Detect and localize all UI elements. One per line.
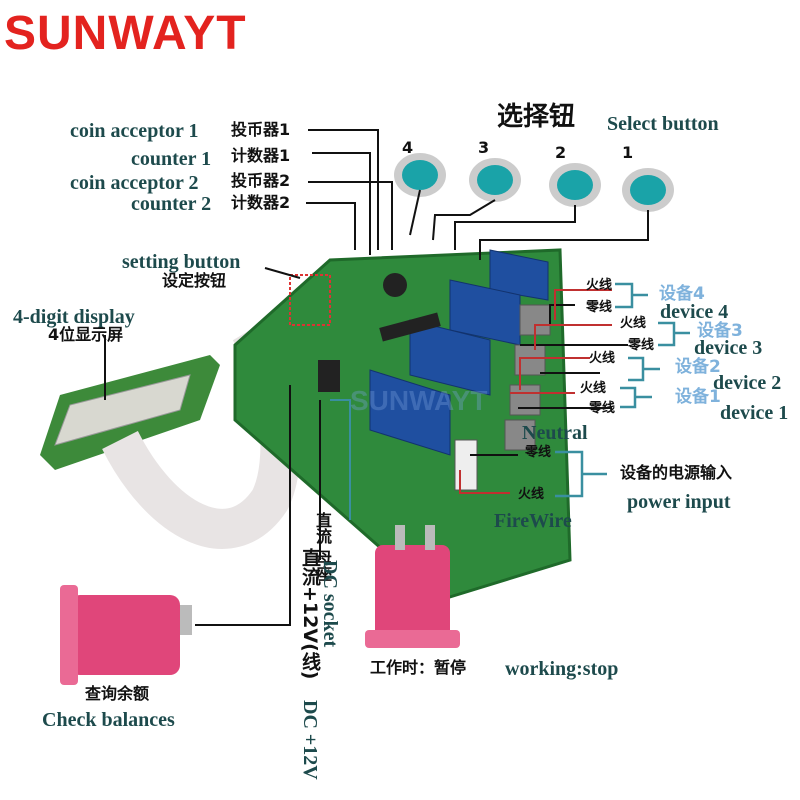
setting-button-zh: 设定按钮 <box>162 271 227 290</box>
select-button-number-4: 4 <box>402 138 414 157</box>
counter-1-en: counter 1 <box>131 148 212 170</box>
power-input-zh: 设备的电源输入 <box>620 463 733 482</box>
device-3-neutral: 零线 <box>628 338 655 353</box>
device-2-en: device 2 <box>713 372 782 394</box>
device-1-en: device 1 <box>720 402 789 424</box>
select-button-number-1: 1 <box>622 143 634 162</box>
neutral-en: Neutral <box>522 422 588 444</box>
select-button-number-2: 2 <box>555 143 567 162</box>
display-en: 4-digit display <box>13 306 135 328</box>
coin-acceptor-1-en: coin acceptor 1 <box>70 120 199 142</box>
device-3-zh: 设备3 <box>697 321 743 341</box>
counter-2-zh: 计数器2 <box>231 193 291 212</box>
device-2-zh: 设备2 <box>675 357 721 377</box>
neutral-zh: 零线 <box>525 445 552 460</box>
check-balance-zh: 查询余额 <box>85 684 150 703</box>
check-balance-en: Check balances <box>42 709 175 731</box>
check-button-photo <box>60 585 192 685</box>
chip <box>379 312 441 342</box>
device-3-live: 火线 <box>620 316 647 331</box>
power-input-en: power input <box>627 491 731 513</box>
device-1-neutral: 零线 <box>589 401 616 416</box>
display-zh: 4位显示屏 <box>48 325 124 344</box>
select-button-number-3: 3 <box>478 138 490 157</box>
counter-1-zh: 计数器1 <box>231 146 291 165</box>
device-2-live: 火线 <box>589 351 616 366</box>
working-stop-en: working:stop <box>505 658 619 680</box>
coin-acceptor-2-en: coin acceptor 2 <box>70 172 199 194</box>
brackets <box>555 282 690 498</box>
dc-12v-en: DC +12V <box>299 700 321 780</box>
device-4-live: 火线 <box>586 278 613 293</box>
device-3-en: device 3 <box>694 337 763 359</box>
watermark: SUNWAYT <box>350 385 488 416</box>
live-zh: 火线 <box>518 487 545 502</box>
firewire-en: FireWire <box>494 510 572 532</box>
device-1-zh: 设备1 <box>675 387 721 407</box>
coin-acceptor-2-zh: 投币器2 <box>231 171 291 190</box>
setting-button-box <box>289 274 331 326</box>
leader-lines <box>104 129 649 626</box>
brand-logo: SUNWAYT <box>4 7 247 60</box>
dc-socket-en: DC socket <box>319 560 341 648</box>
device-4-zh: 设备4 <box>659 284 705 304</box>
device-4-en: device 4 <box>660 301 729 323</box>
counter-2-en: counter 2 <box>131 193 212 215</box>
dc-12v-zh: 直流+12V(线) <box>299 548 321 680</box>
working-stop-zh: 工作时：暂停 <box>370 658 467 677</box>
device-1-live: 火线 <box>580 381 607 396</box>
buzzer <box>383 273 407 297</box>
device-4-neutral: 零线 <box>586 300 613 315</box>
dc-socket-part <box>318 360 340 392</box>
select-buttons <box>394 153 674 212</box>
display-module <box>40 355 220 470</box>
setting-button-en: setting button <box>122 251 241 273</box>
coin-acceptor-1-zh: 投币器1 <box>231 120 291 139</box>
select-button-title-en: Select button <box>607 113 719 135</box>
select-button-title-zh: 选择钮 <box>497 102 576 132</box>
dc-socket-zh: 直流 母座 <box>313 512 332 582</box>
stop-button-photo <box>365 525 460 648</box>
